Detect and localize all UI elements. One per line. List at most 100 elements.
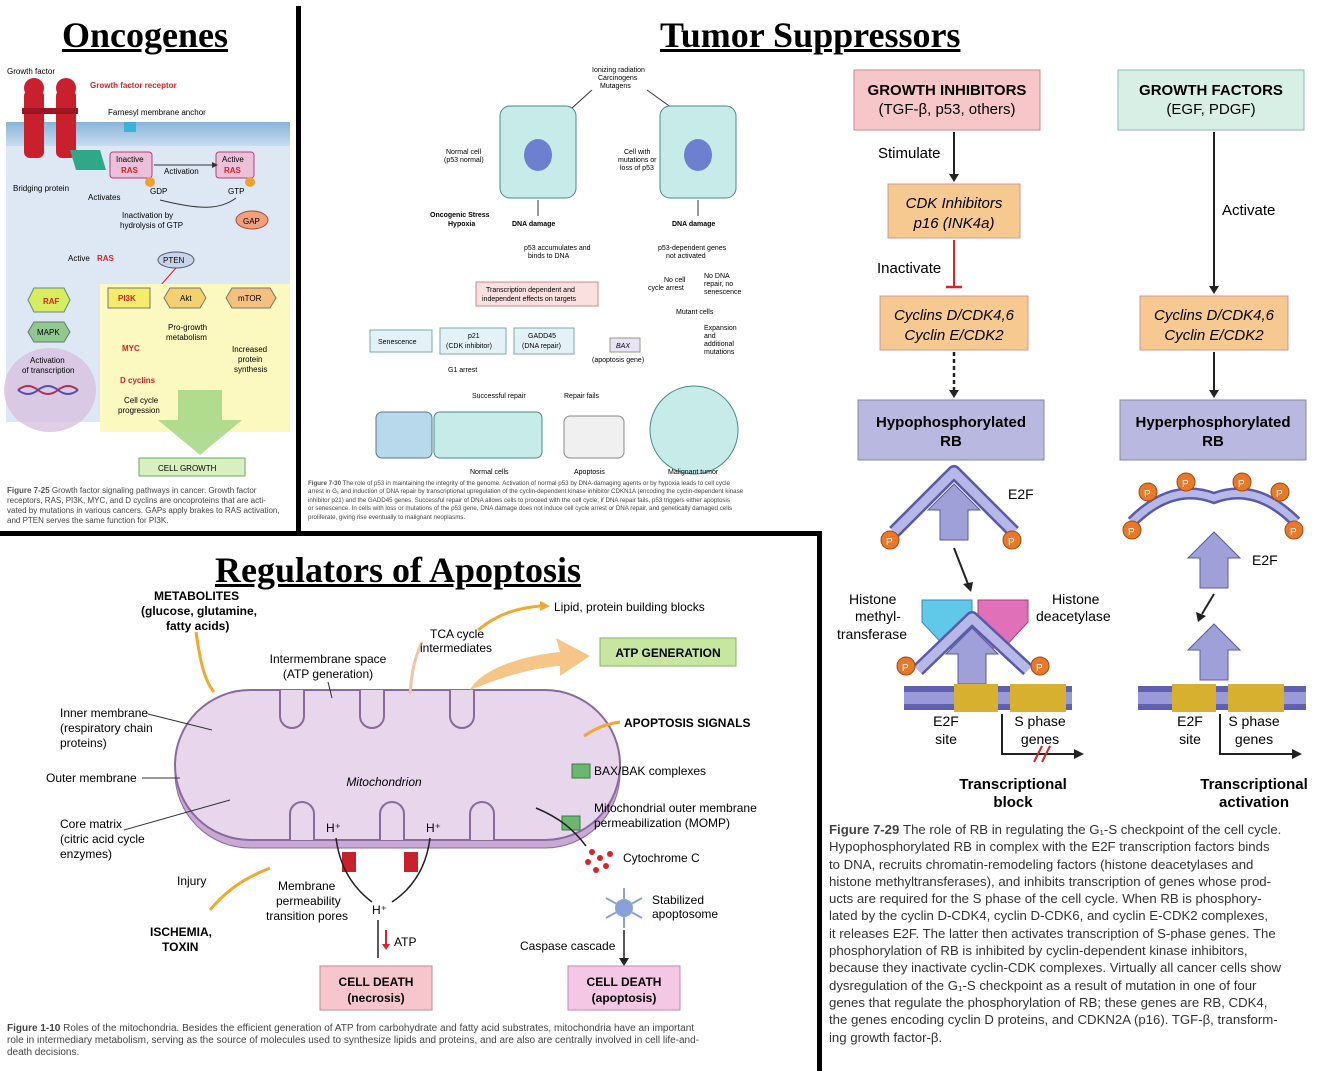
svg-text:hydrolysis of GTP: hydrolysis of GTP	[120, 221, 183, 230]
svg-text:apoptosome: apoptosome	[652, 907, 718, 921]
svg-text:Inner membrane: Inner membrane	[60, 706, 148, 720]
svg-text:Transcription dependent and: Transcription dependent and	[486, 287, 575, 294]
svg-text:(p53 normal): (p53 normal)	[444, 157, 484, 164]
svg-text:p21: p21	[468, 333, 480, 340]
svg-text:proteins): proteins)	[60, 736, 107, 750]
mutant-cell-shape	[659, 105, 737, 199]
svg-text:intermediates: intermediates	[420, 641, 492, 655]
svg-text:of transcription: of transcription	[22, 366, 74, 375]
divider-vertical-left	[296, 6, 301, 534]
svg-text:P: P	[902, 663, 909, 674]
svg-text:metabolism: metabolism	[166, 333, 207, 342]
svg-text:site: site	[1179, 731, 1201, 747]
growth-factor-label: Growth factor	[7, 67, 55, 76]
svg-text:Histone: Histone	[1052, 591, 1100, 607]
svg-text:GROWTH INHIBITORS: GROWTH INHIBITORS	[868, 82, 1027, 99]
cyclins-box-left	[879, 295, 1029, 351]
svg-text:Hypophosphorylated: Hypophosphorylated	[876, 414, 1026, 431]
svg-text:activation: activation	[1219, 794, 1289, 811]
svg-text:Mutagens: Mutagens	[600, 83, 631, 90]
svg-text:Expansion: Expansion	[704, 325, 737, 332]
svg-text:p16 (INK4a): p16 (INK4a)	[913, 215, 995, 232]
svg-text:Injury: Injury	[177, 874, 206, 888]
svg-text:RAS: RAS	[97, 254, 115, 263]
svg-text:cycle arrest: cycle arrest	[648, 285, 684, 292]
svg-text:loss of p53: loss of p53	[620, 165, 654, 172]
svg-text:Akt: Akt	[180, 294, 192, 303]
svg-text:Active: Active	[222, 155, 244, 164]
svg-text:RAF: RAF	[43, 297, 60, 306]
svg-text:Inactive: Inactive	[116, 155, 144, 164]
svg-text:GAP: GAP	[243, 217, 260, 226]
svg-text:Outer membrane: Outer membrane	[46, 771, 137, 785]
svg-text:(apoptosis gene): (apoptosis gene)	[592, 357, 644, 364]
svg-text:ATP GENERATION: ATP GENERATION	[615, 646, 720, 660]
cyclins-box-right	[1139, 295, 1289, 351]
svg-text:(ATP generation): (ATP generation)	[283, 667, 373, 681]
svg-text:Stimulate: Stimulate	[878, 145, 941, 162]
svg-text:permeability: permeability	[276, 894, 341, 908]
hypo-rb-box	[857, 399, 1045, 461]
svg-text:Bridging protein: Bridging protein	[13, 184, 69, 193]
svg-text:Cyclins D/CDK4,6: Cyclins D/CDK4,6	[1154, 307, 1275, 324]
svg-text:Mutant cells: Mutant cells	[676, 309, 714, 316]
cytochrome-c-dots	[585, 849, 613, 873]
svg-text:No DNA: No DNA	[704, 273, 730, 280]
svg-text:CELL GROWTH: CELL GROWTH	[158, 464, 217, 473]
svg-text:Mitochondrion: Mitochondrion	[346, 775, 422, 789]
svg-text:(DNA repair): (DNA repair)	[522, 343, 561, 350]
svg-text:Repair fails: Repair fails	[564, 393, 600, 400]
svg-text:p53 accumulates and: p53 accumulates and	[524, 245, 591, 252]
svg-text:deacetylase: deacetylase	[1036, 608, 1111, 624]
oncogenes-diagram: Growth factor Growth factor receptor Far…	[4, 67, 290, 477]
necrosis-box	[319, 965, 433, 1011]
rb-caption: Figure 7-29 The role of RB in regulating…	[829, 822, 1282, 1045]
svg-text:Caspase cascade: Caspase cascade	[520, 939, 616, 953]
svg-text:P: P	[1182, 479, 1189, 490]
svg-text:Transcriptional: Transcriptional	[959, 776, 1067, 793]
svg-text:Inactivation by: Inactivation by	[122, 211, 173, 220]
svg-text:GDP: GDP	[150, 187, 167, 196]
svg-text:P: P	[1036, 663, 1043, 674]
svg-text:repair, no: repair, no	[704, 281, 733, 288]
svg-text:senescence: senescence	[704, 289, 741, 296]
svg-text:enzymes): enzymes)	[60, 847, 112, 861]
svg-text:No cell: No cell	[664, 277, 686, 284]
svg-text:P: P	[1128, 527, 1135, 538]
svg-text:E2F: E2F	[1177, 713, 1203, 729]
svg-text:E2F: E2F	[1252, 552, 1278, 568]
svg-text:Pro-growth: Pro-growth	[168, 323, 207, 332]
svg-text:P: P	[1276, 489, 1283, 500]
svg-text:S phase: S phase	[1014, 713, 1066, 729]
svg-text:Normal cell: Normal cell	[446, 149, 481, 156]
p53-caption: Figure 7-30 The role of p53 in maintaini…	[308, 480, 744, 521]
svg-text:E2F: E2F	[1008, 486, 1034, 502]
svg-text:Membrane: Membrane	[278, 879, 336, 893]
svg-text:Stabilized: Stabilized	[652, 893, 704, 907]
svg-text:TOXIN: TOXIN	[162, 940, 198, 954]
divider-vertical-right	[817, 531, 822, 1071]
svg-text:mutations: mutations	[704, 349, 735, 356]
receptor-shape	[22, 78, 78, 158]
svg-text:genes: genes	[1021, 731, 1059, 747]
svg-text:fatty acids): fatty acids)	[166, 619, 229, 633]
svg-text:Intermembrane space: Intermembrane space	[270, 652, 387, 666]
apoptosome-shape	[605, 888, 643, 928]
svg-text:RAS: RAS	[224, 166, 242, 175]
svg-text:Mitochondrial outer membrane: Mitochondrial outer membrane	[594, 801, 757, 815]
svg-text:(TGF-β, p53, others): (TGF-β, p53, others)	[879, 101, 1016, 118]
svg-text:progression: progression	[118, 406, 160, 415]
receptor-label: Growth factor receptor	[90, 81, 177, 90]
farnesyl-label: Farnesyl membrane anchor	[108, 108, 206, 117]
svg-text:Activate: Activate	[1222, 202, 1275, 219]
svg-text:Ionizing radiation: Ionizing radiation	[592, 67, 645, 74]
cell-membrane	[6, 122, 290, 146]
svg-text:(apoptosis): (apoptosis)	[592, 991, 657, 1005]
svg-text:G1 arrest: G1 arrest	[448, 367, 477, 374]
svg-text:independent effects on targets: independent effects on targets	[482, 296, 577, 303]
svg-text:RAS: RAS	[121, 166, 139, 175]
svg-text:P: P	[886, 537, 893, 548]
svg-text:CDK Inhibitors: CDK Inhibitors	[906, 195, 1003, 212]
svg-text:Histone: Histone	[849, 591, 897, 607]
growth-factors-box	[1117, 69, 1305, 131]
